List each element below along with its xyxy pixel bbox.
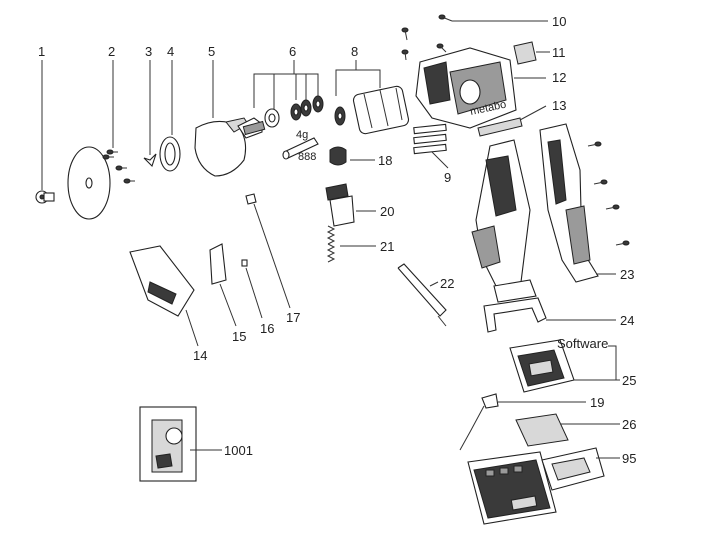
label-15: 15 xyxy=(232,329,246,344)
label-25: 25 xyxy=(622,373,636,388)
label-18: 18 xyxy=(378,153,392,168)
part-1-flange-nut xyxy=(35,60,55,204)
label-13: 13 xyxy=(552,98,566,113)
part-21-spring xyxy=(326,225,376,263)
part-14-lower-guard xyxy=(129,245,199,347)
part-16-pin xyxy=(241,259,263,319)
detail-1001-inset xyxy=(139,406,222,482)
label-11: 11 xyxy=(552,45,566,60)
part-11-label-plate xyxy=(513,41,550,65)
part-8-motor: 4g 888 xyxy=(282,60,410,163)
part-13-sticker xyxy=(477,105,547,137)
part-23-handle-half-right xyxy=(539,123,630,283)
software-label: Software xyxy=(557,336,608,351)
label-20: 20 xyxy=(380,204,394,219)
battery-pack xyxy=(467,451,557,525)
handle-half-left xyxy=(471,139,537,303)
label-14: 14 xyxy=(193,348,207,363)
motor-weight-mark: 4g xyxy=(296,129,308,141)
part-6-spindle-bearings xyxy=(237,60,324,139)
label-6: 6 xyxy=(289,44,296,59)
label-10: 10 xyxy=(552,14,566,29)
label-3: 3 xyxy=(145,44,152,59)
label-21: 21 xyxy=(380,239,394,254)
label-26: 26 xyxy=(622,417,636,432)
part-22-hex-key xyxy=(397,263,447,327)
part-20-switch xyxy=(325,183,376,227)
part-15-latch xyxy=(209,243,237,327)
label-5: 5 xyxy=(208,44,215,59)
label-24: 24 xyxy=(620,313,634,328)
label-16: 16 xyxy=(260,321,274,336)
part-10-screws xyxy=(401,14,548,61)
label-19: 19 xyxy=(590,395,604,410)
label-2: 2 xyxy=(108,44,115,59)
label-22: 22 xyxy=(440,276,454,291)
motor-code-mark: 888 xyxy=(298,151,316,163)
label-4: 4 xyxy=(167,44,174,59)
label-9: 9 xyxy=(444,170,451,185)
part-25-electronics-module xyxy=(509,339,620,393)
part-5-guard xyxy=(194,60,249,177)
label-95: 95 xyxy=(622,451,636,466)
part-2-screws xyxy=(102,60,135,184)
label-23: 23 xyxy=(620,267,634,282)
cutting-disc xyxy=(67,146,111,220)
part-4-ring xyxy=(159,60,181,172)
part-24-bracket xyxy=(483,297,616,333)
part-26-sheet xyxy=(515,413,620,447)
label-17: 17 xyxy=(286,310,300,325)
part-3-clip xyxy=(143,60,157,168)
part-18-cap xyxy=(329,146,375,166)
part-9-strips xyxy=(413,123,449,169)
part-95-cover xyxy=(541,447,620,491)
label-1: 1 xyxy=(38,44,45,59)
label-8: 8 xyxy=(351,44,358,59)
label-12: 12 xyxy=(552,70,566,85)
part-19-cable xyxy=(459,393,586,451)
part-17-bracket xyxy=(245,193,291,309)
label-1001: 1001 xyxy=(224,443,253,458)
part-12-housing: metabo xyxy=(415,47,546,129)
